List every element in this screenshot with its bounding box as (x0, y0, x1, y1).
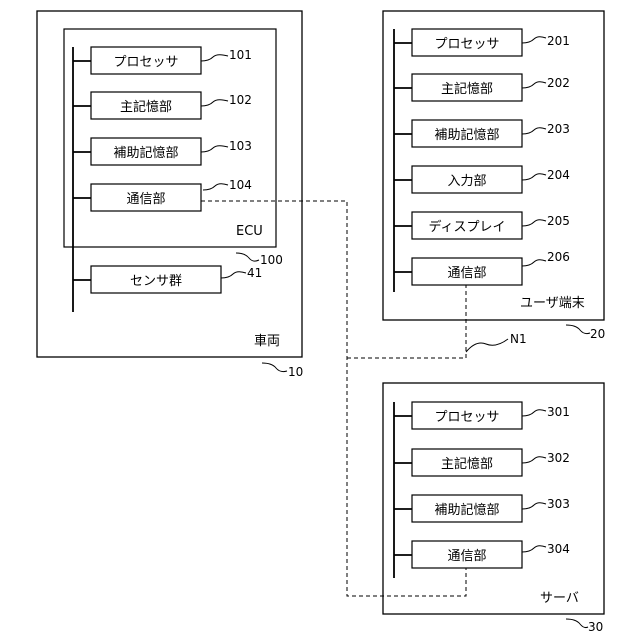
component-ref: 302 (547, 451, 570, 465)
network-label: N1 (510, 332, 527, 346)
component-label: 通信部 (126, 192, 165, 207)
ecu-ref: 100 (260, 253, 283, 267)
component-label: 補助記憶部 (113, 145, 178, 161)
server-label: サーバ (540, 591, 579, 606)
network-ref-leader (466, 339, 508, 352)
component-ref: 301 (547, 405, 570, 419)
server-ref: 30 (588, 620, 603, 634)
vehicle-ref: 10 (288, 365, 303, 379)
component-ref: 205 (547, 214, 570, 228)
component-label: 主記憶部 (441, 456, 493, 472)
component-ref: 104 (229, 178, 252, 192)
component-ref: 103 (229, 139, 252, 153)
component-ref: 202 (547, 76, 570, 90)
component-label: 通信部 (447, 266, 486, 281)
user-terminal-ref-leader (566, 325, 590, 334)
vehicle-block: 車両 10 ECU 100 プロセッサ 101 主記憶部 102 (37, 11, 303, 379)
vehicle-ref-leader (262, 363, 287, 372)
vehicle-label: 車両 (254, 334, 280, 349)
component-ref: 41 (247, 266, 262, 280)
user-terminal-label: ユーザ端末 (520, 296, 585, 311)
component-label: ディスプレイ (428, 219, 505, 235)
component-label: 通信部 (447, 549, 486, 564)
user-terminal-ref: 20 (590, 327, 605, 341)
component-ref: 303 (547, 497, 570, 511)
component-ref: 304 (547, 542, 570, 556)
component-label: プロセッサ (434, 410, 499, 425)
component-ref: 101 (229, 48, 252, 62)
component-label: プロセッサ (434, 37, 499, 52)
component-label: 主記憶部 (120, 99, 172, 115)
component-label: 主記憶部 (441, 81, 493, 97)
component-ref: 204 (547, 168, 570, 182)
component-ref: 203 (547, 122, 570, 136)
user-terminal-block: ユーザ端末 20 プロセッサ 201 主記憶部 202 補助記憶部 203 (383, 11, 605, 341)
component-ref: 201 (547, 34, 570, 48)
component-ref: 206 (547, 250, 570, 264)
server-ref-leader (566, 619, 588, 628)
component-label: プロセッサ (113, 55, 178, 70)
component-label: センサ群 (130, 274, 182, 289)
ecu-label: ECU (236, 224, 263, 239)
component-label: 補助記憶部 (434, 502, 499, 518)
component-label: 入力部 (447, 174, 486, 189)
component-ref: 102 (229, 93, 252, 107)
component-label: 補助記憶部 (434, 127, 499, 143)
